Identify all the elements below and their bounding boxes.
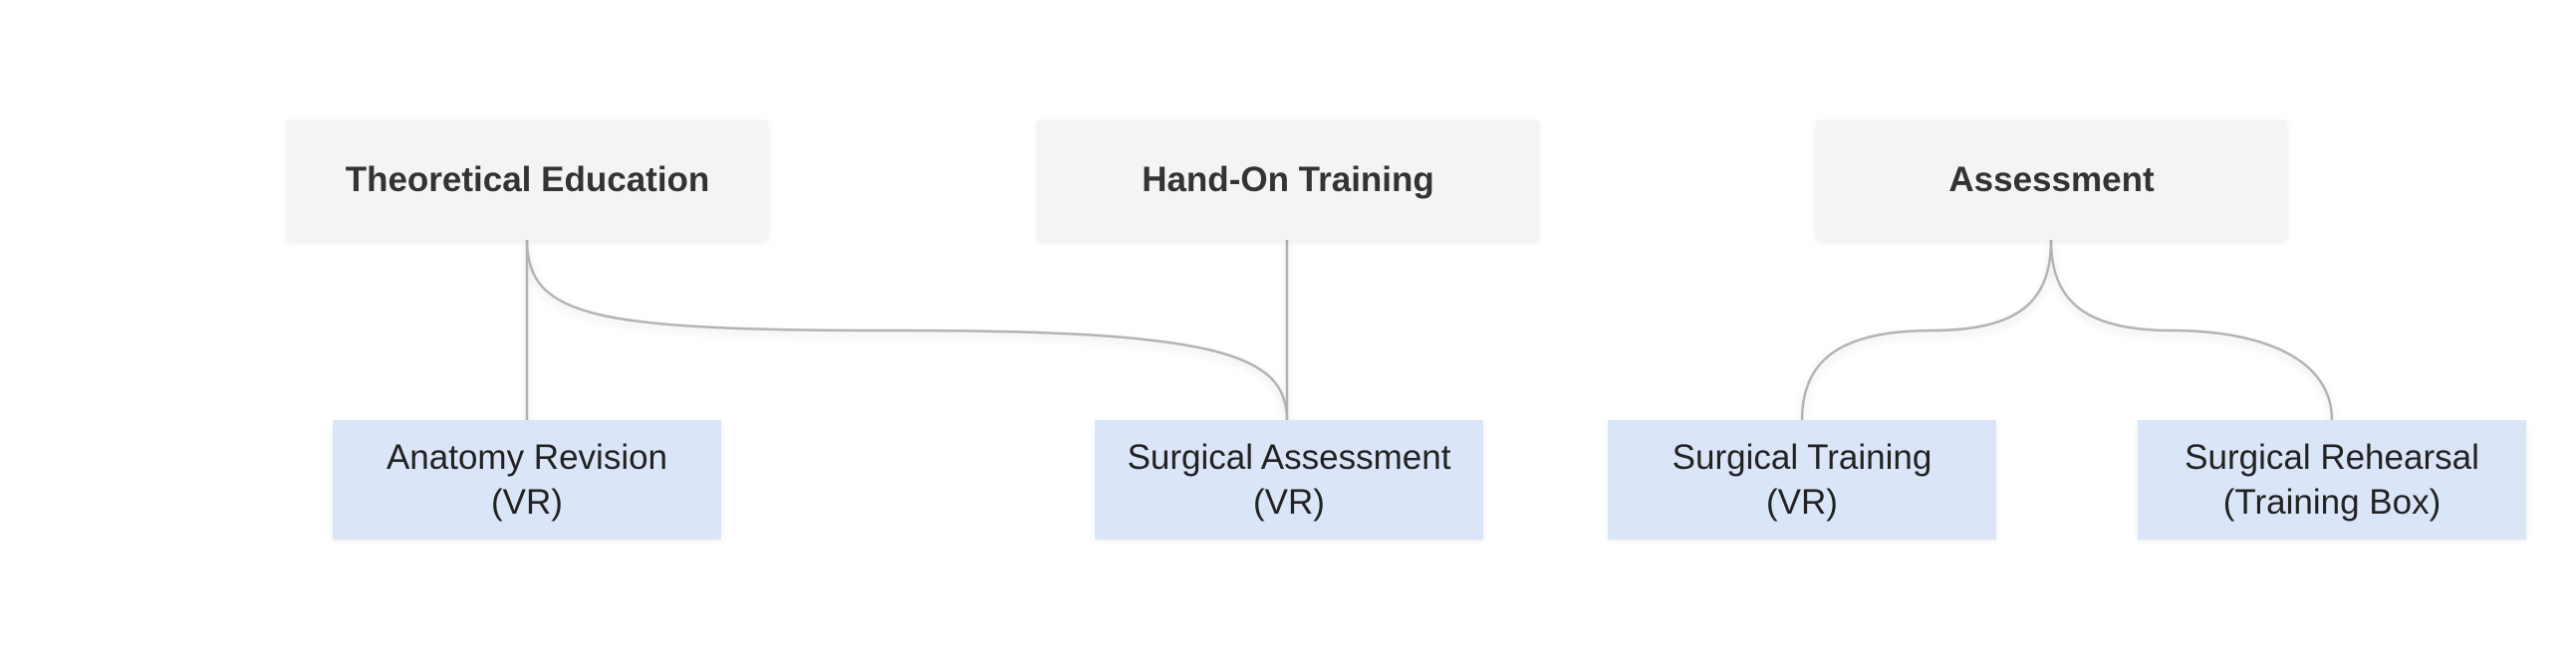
node-theoretical-education: Theoretical Education	[287, 120, 768, 240]
node-theoretical-education-label: Theoretical Education	[345, 160, 710, 199]
edge-assessment-surgical-training	[1800, 239, 2053, 421]
node-hand-on-training: Hand-On Training	[1037, 120, 1539, 240]
node-assessment-label: Assessment	[1948, 160, 2155, 199]
edge-assessment-surgical-rehearsal	[2049, 239, 2334, 421]
node-surgical-training-line1: Surgical Training	[1672, 438, 1932, 477]
node-assessment: Assessment	[1816, 120, 2287, 240]
node-surgical-training: Surgical Training (VR)	[1608, 420, 1996, 540]
node-surgical-assessment-line1: Surgical Assessment	[1127, 438, 1451, 477]
node-anatomy-revision-line1: Anatomy Revision	[386, 438, 668, 477]
node-surgical-rehearsal-line2: (Training Box)	[2222, 483, 2442, 522]
edge-theoretical-surgical-assessment	[525, 239, 1289, 421]
node-surgical-assessment-line2: (VR)	[1253, 483, 1325, 522]
node-hand-on-training-label: Hand-On Training	[1142, 160, 1434, 199]
node-surgical-assessment: Surgical Assessment (VR)	[1095, 420, 1483, 540]
node-anatomy-revision: Anatomy Revision (VR)	[333, 420, 721, 540]
node-surgical-rehearsal-line1: Surgical Rehearsal	[2185, 438, 2479, 477]
node-surgical-training-line2: (VR)	[1766, 483, 1838, 522]
node-anatomy-revision-line2: (VR)	[491, 483, 563, 522]
node-surgical-rehearsal: Surgical Rehearsal (Training Box)	[2138, 420, 2526, 540]
